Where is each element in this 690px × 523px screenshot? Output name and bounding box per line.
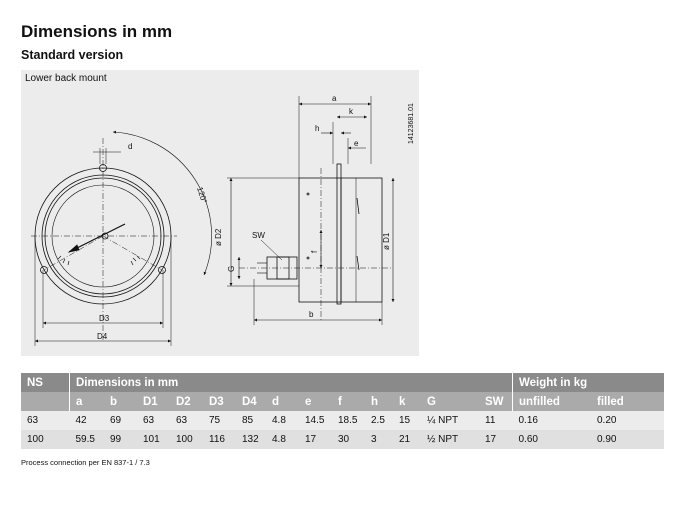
col-header: D3 xyxy=(203,392,236,411)
label-d: d xyxy=(128,142,132,151)
table-cell: ½ NPT xyxy=(421,430,479,449)
page-subtitle: Standard version xyxy=(21,48,124,62)
table-cell: 42 xyxy=(69,411,104,430)
table-cell: 21 xyxy=(393,430,421,449)
label-a: a xyxy=(332,94,337,103)
scale-marks-left xyxy=(57,255,70,266)
page-title: Dimensions in mm xyxy=(21,22,173,41)
table-cell: 99 xyxy=(104,430,137,449)
side-view xyxy=(227,96,395,325)
table-cell: 2.5 xyxy=(365,411,393,430)
scale-marks-right xyxy=(130,255,141,266)
drawing-id: 14123681.01 xyxy=(408,103,415,144)
col-header: D1 xyxy=(137,392,170,411)
pointer-hub xyxy=(101,232,109,240)
table-row: 63 42 69 63 63 75 85 4.8 14.5 18.5 2.5 1… xyxy=(21,411,664,430)
col-header: h xyxy=(365,392,393,411)
label-angle: 120° xyxy=(195,186,209,205)
header-ns: NS xyxy=(21,373,70,392)
technical-drawing-panel: Lower back mount xyxy=(21,70,419,356)
case-detail-2 xyxy=(356,255,360,271)
table-cell: 101 xyxy=(137,430,170,449)
panel-label: Lower back mount xyxy=(25,73,107,84)
case-back xyxy=(340,177,383,303)
case-flange xyxy=(336,163,342,305)
col-header: D2 xyxy=(170,392,203,411)
label-g: G xyxy=(227,266,236,272)
table-cell: 18.5 xyxy=(332,411,365,430)
table-cell: 17 xyxy=(299,430,332,449)
header-dimensions: Dimensions in mm xyxy=(69,373,513,392)
hole-line-right xyxy=(102,235,163,271)
table-cell: 17 xyxy=(479,430,513,449)
col-header: k xyxy=(393,392,421,411)
table-cell: 0.60 xyxy=(512,430,591,449)
table-cell: 132 xyxy=(236,430,266,449)
table-cell: 15 xyxy=(393,411,421,430)
sw-leader xyxy=(260,239,283,261)
label-d1: ø D1 xyxy=(382,232,391,250)
col-header: D4 xyxy=(236,392,266,411)
label-k: k xyxy=(349,107,354,116)
table-cell: 14.5 xyxy=(299,411,332,430)
table-cell: 85 xyxy=(236,411,266,430)
footnote: Process connection per EN 837-1 / 7.3 xyxy=(21,458,150,467)
header-weight: Weight in kg xyxy=(512,373,664,392)
table-cell: 11 xyxy=(479,411,513,430)
front-view xyxy=(31,130,212,346)
label-f: f xyxy=(310,250,319,253)
label-b: b xyxy=(309,310,314,319)
label-e: e xyxy=(354,139,359,148)
case-detail-dot-1 xyxy=(306,192,310,196)
dim-angle-arc xyxy=(112,130,212,276)
table-cell: 30 xyxy=(332,430,365,449)
table-cell: 63 xyxy=(170,411,203,430)
col-header: SW xyxy=(479,392,513,411)
case-detail-dot-2 xyxy=(306,256,310,260)
table-cell: 63 xyxy=(137,411,170,430)
table-cell: 0.90 xyxy=(591,430,664,449)
col-header: G xyxy=(421,392,479,411)
table-row: 100 59.5 99 101 100 116 132 4.8 17 30 3 … xyxy=(21,430,664,449)
table-cell: 0.20 xyxy=(591,411,664,430)
label-sw: SW xyxy=(252,231,265,240)
hole-line-left xyxy=(43,235,104,271)
table-cell: 100 xyxy=(21,430,70,449)
table-cell: 3 xyxy=(365,430,393,449)
table-cell: 63 xyxy=(21,411,70,430)
col-header: d xyxy=(266,392,299,411)
table-cell: 59.5 xyxy=(69,430,104,449)
table-cell: 75 xyxy=(203,411,236,430)
label-h: h xyxy=(315,124,319,133)
col-header: b xyxy=(104,392,137,411)
pointer-tip xyxy=(67,244,80,253)
col-header: unfilled xyxy=(512,392,591,411)
table-cell: ¼ NPT xyxy=(421,411,479,430)
col-header: f xyxy=(332,392,365,411)
table-cell: 116 xyxy=(203,430,236,449)
table-cell: 4.8 xyxy=(266,430,299,449)
dimensions-table: NS Dimensions in mm Weight in kg a b D1 … xyxy=(21,373,664,449)
col-header: filled xyxy=(591,392,664,411)
table-cell: 0.16 xyxy=(512,411,591,430)
table-cell: 4.8 xyxy=(266,411,299,430)
col-header: a xyxy=(69,392,104,411)
table-column-header: a b D1 D2 D3 D4 d e f h k G SW unfilled … xyxy=(21,392,664,411)
case-detail-1 xyxy=(356,197,360,215)
table-cell: 69 xyxy=(104,411,137,430)
label-d4: D4 xyxy=(97,332,108,341)
table-group-header: NS Dimensions in mm Weight in kg xyxy=(21,373,664,392)
label-d3: D3 xyxy=(99,314,110,323)
case-body xyxy=(298,177,342,303)
table-cell: 100 xyxy=(170,430,203,449)
mount-hole-left xyxy=(40,266,48,274)
col-header: e xyxy=(299,392,332,411)
dimension-drawing: d 120° D3 D4 a h k e ø D2 ø D1 G f SW b … xyxy=(31,94,415,346)
socket-body xyxy=(266,256,298,280)
label-d2: ø D2 xyxy=(214,228,223,246)
